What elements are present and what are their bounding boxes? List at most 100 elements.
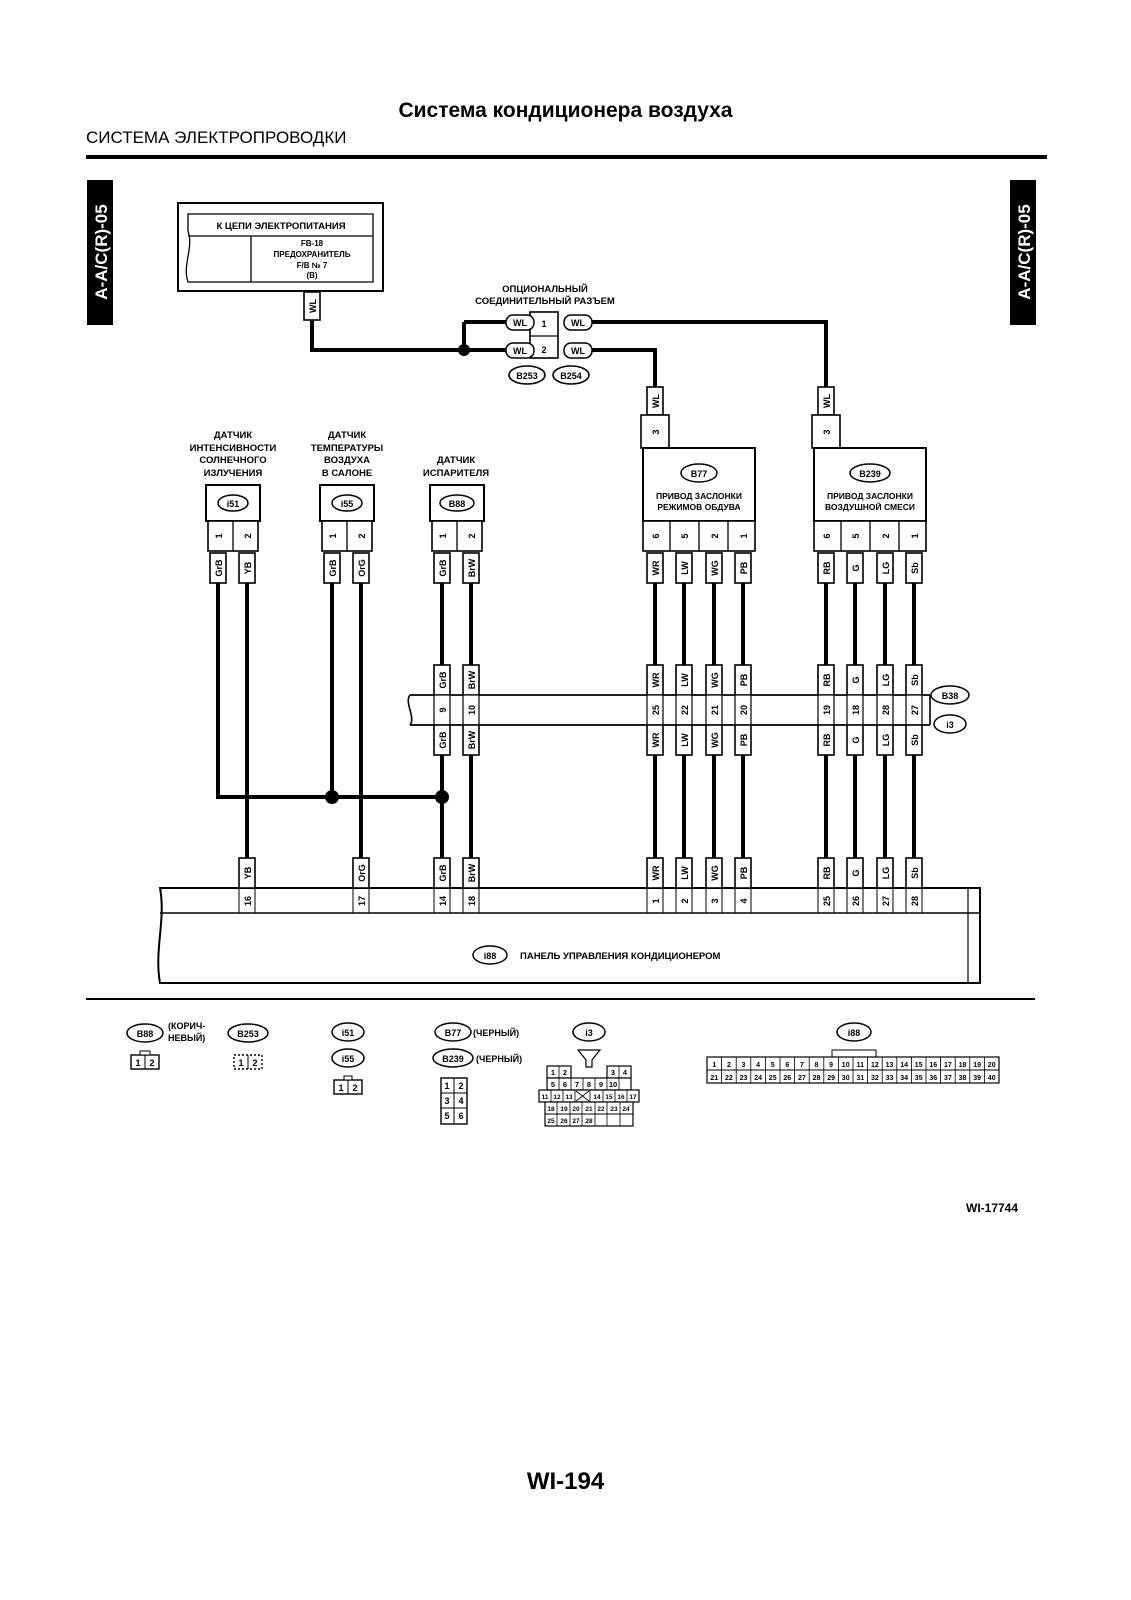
svg-text:ТЕМПЕРАТУРЫ: ТЕМПЕРАТУРЫ — [311, 443, 383, 454]
svg-text:i55: i55 — [342, 1054, 355, 1064]
pin-cell: 22 — [675, 694, 693, 726]
svg-text:B88: B88 — [137, 1029, 154, 1039]
svg-text:9: 9 — [599, 1080, 603, 1089]
wire-label: GrB — [209, 552, 227, 584]
svg-text:5: 5 — [851, 533, 861, 538]
svg-text:7: 7 — [575, 1080, 579, 1089]
svg-text:2: 2 — [467, 533, 477, 538]
wire-label: RB — [817, 857, 835, 889]
svg-text:G: G — [851, 676, 861, 683]
svg-text:11: 11 — [542, 1094, 549, 1101]
svg-text:Sb: Sb — [910, 674, 920, 686]
wire-label: BrW — [462, 857, 480, 889]
svg-text:3: 3 — [651, 429, 661, 434]
svg-text:1: 1 — [338, 1083, 343, 1093]
svg-text:2: 2 — [352, 1083, 357, 1093]
svg-text:26: 26 — [851, 896, 861, 906]
svg-text:28: 28 — [910, 896, 920, 906]
svg-text:WL: WL — [822, 394, 832, 408]
svg-text:GrB: GrB — [214, 559, 224, 577]
connector-view-b253: B253 1 2 — [227, 1023, 269, 1070]
svg-text:LW: LW — [680, 866, 690, 880]
wire-label: WG — [705, 857, 723, 889]
i88-pin: 5 — [771, 1062, 775, 1069]
i88-pin: 4 — [756, 1062, 760, 1069]
svg-text:Sb: Sb — [910, 734, 920, 746]
splice-dot-ground-2 — [435, 790, 449, 804]
svg-text:15: 15 — [605, 1094, 613, 1101]
wire-label: GrB — [433, 857, 451, 889]
i88-pin: 17 — [944, 1062, 952, 1069]
svg-text:28: 28 — [881, 705, 891, 715]
wire-label: Sb — [905, 664, 923, 696]
i88-pin: 1 — [712, 1062, 716, 1069]
svg-text:RB: RB — [822, 733, 832, 746]
svg-text:BrW: BrW — [467, 730, 477, 749]
svg-text:1: 1 — [328, 533, 338, 538]
svg-text:18: 18 — [547, 1106, 555, 1113]
wire-label: BrW — [462, 724, 480, 756]
svg-text:РЕЖИМОВ ОБДУВА: РЕЖИМОВ ОБДУВА — [657, 502, 740, 512]
svg-text:LG: LG — [881, 734, 891, 747]
i88-pin: 22 — [725, 1075, 733, 1082]
wire-label: RB — [817, 724, 835, 756]
i88-pin: 30 — [842, 1075, 850, 1082]
svg-text:OrG: OrG — [357, 559, 367, 577]
svg-text:WL: WL — [651, 394, 661, 408]
actuator-b239: 3 B239 ПРИВОД ЗАСЛОНКИ ВОЗДУШНОЙ СМЕСИ 6… — [811, 414, 927, 552]
svg-text:G: G — [851, 869, 861, 876]
connector-view-b77-b239: B77 (ЧЕРНЫЙ) B239 (ЧЕРНЫЙ) 1 2 3 4 5 6 — [432, 1022, 522, 1125]
wire-label: YB — [238, 857, 256, 889]
svg-text:1: 1 — [238, 1058, 243, 1068]
svg-text:WL: WL — [308, 299, 318, 313]
svg-text:1: 1 — [214, 533, 224, 538]
svg-text:1: 1 — [135, 1058, 140, 1068]
splice-dot-opt — [458, 344, 470, 356]
wire-wl-to-b239 — [590, 320, 828, 395]
side-tab-right: A-A/C(R)-05 — [1010, 180, 1036, 325]
svg-text:28: 28 — [585, 1118, 593, 1125]
svg-text:18: 18 — [851, 705, 861, 715]
svg-text:PB: PB — [739, 673, 749, 686]
connector-view-i3: i3 1 2 3 4 5 — [538, 1022, 640, 1127]
i88-pin: 14 — [900, 1062, 908, 1069]
svg-text:27: 27 — [572, 1118, 580, 1125]
svg-text:B77: B77 — [691, 469, 708, 479]
i88-pin: 33 — [886, 1075, 894, 1082]
i88-pin: 19 — [973, 1062, 981, 1069]
svg-text:i88: i88 — [848, 1028, 861, 1038]
wire-label: LG — [876, 724, 894, 756]
svg-text:WR: WR — [651, 732, 661, 747]
wire-label: BrW — [462, 552, 480, 584]
i88-pin: 10 — [842, 1062, 850, 1069]
power-title: К ЦЕПИ ЭЛЕКТРОПИТАНИЯ — [216, 221, 345, 232]
control-panel-i88: i88 ПАНЕЛЬ УПРАВЛЕНИЯ КОНДИЦИОНЕРОМ — [157, 887, 981, 984]
svg-text:GrB: GrB — [438, 864, 448, 882]
wire-label: WG — [705, 664, 723, 696]
svg-text:OrG: OrG — [357, 864, 367, 882]
svg-text:12: 12 — [553, 1094, 561, 1101]
wire-label: LW — [675, 552, 693, 584]
svg-text:LG: LG — [881, 562, 891, 575]
svg-text:ПРИВОД ЗАСЛОНКИ: ПРИВОД ЗАСЛОНКИ — [827, 491, 913, 501]
svg-text:B77: B77 — [445, 1028, 462, 1038]
svg-text:GrB: GrB — [328, 559, 338, 577]
i88-pin: 13 — [886, 1062, 894, 1069]
svg-text:4: 4 — [623, 1068, 628, 1077]
i88-pin: 2 — [727, 1062, 731, 1069]
svg-text:WG: WG — [710, 560, 720, 576]
svg-text:WR: WR — [651, 672, 661, 687]
svg-text:НЕВЫЙ): НЕВЫЙ) — [168, 1032, 205, 1043]
i88-pin: 26 — [783, 1075, 791, 1082]
pin-cell: 19 — [817, 694, 835, 726]
svg-text:19: 19 — [822, 705, 832, 715]
svg-text:LW: LW — [680, 673, 690, 687]
svg-text:B253: B253 — [516, 371, 538, 381]
wire-label: WR — [646, 857, 664, 889]
pin-cell: 21 — [705, 694, 723, 726]
svg-text:PB: PB — [739, 733, 749, 746]
wire-label: Sb — [905, 552, 923, 584]
svg-text:GrB: GrB — [438, 731, 448, 749]
wire-label: Sb — [905, 724, 923, 756]
svg-text:A-A/C(R)-05: A-A/C(R)-05 — [92, 204, 111, 299]
